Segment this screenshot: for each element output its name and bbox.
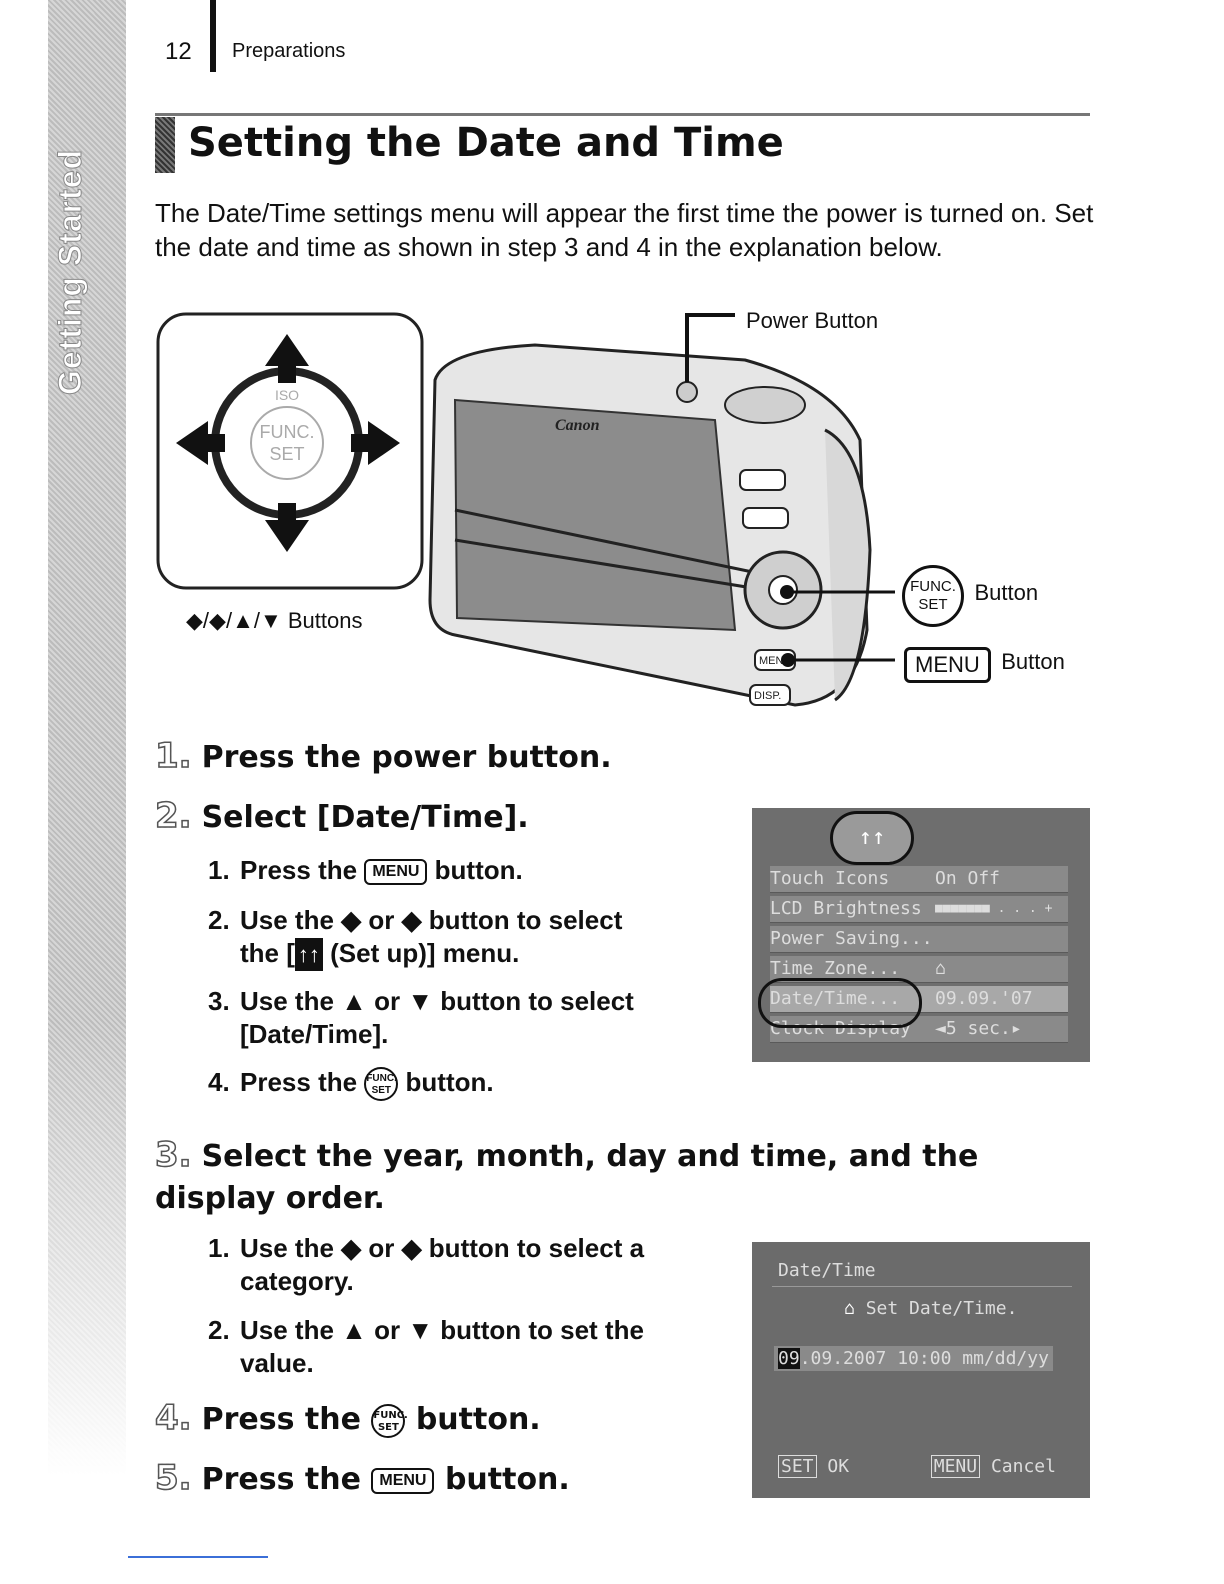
func-set-callout: FUNC.SET Button (902, 565, 1038, 627)
substep-text: [Date/Time]. (240, 1019, 389, 1049)
step-number: 3. (154, 1134, 192, 1176)
menu-row: LCD Brightness■■■■■■■ . . . + (770, 896, 1068, 923)
step-2: 2. Select [Date/Time]. (154, 795, 529, 837)
lcd-subtitle: ⌂ Set Date/Time. (844, 1298, 1018, 1319)
menu-icon: MENU (904, 647, 991, 683)
power-button-label: Power Button (746, 308, 879, 333)
selected-field: 09 (778, 1348, 800, 1369)
step-5: 5. Press the MENU button. (154, 1457, 570, 1499)
func-set-icon: FUNC.SET (371, 1403, 408, 1438)
menu-key: MENU (930, 1455, 981, 1478)
svg-text:SET: SET (269, 444, 304, 464)
substep-number: 3. (208, 986, 230, 1016)
step-text: Select the year, month, day and time, an… (155, 1139, 979, 1216)
step-number: 5. (154, 1457, 192, 1499)
substep-text: button. (405, 1067, 494, 1097)
svg-text:FUNC.: FUNC. (260, 422, 315, 442)
func-set-icon: FUNC.SET (364, 1067, 399, 1102)
side-tab (48, 0, 126, 1500)
func-button-label: Button (974, 580, 1039, 606)
menu-icon: MENU (371, 1467, 435, 1494)
menu-row: Time Zone...⌂ (770, 956, 1068, 983)
camera-disp-key: DISP. (754, 690, 781, 702)
dpad-figure: FUNC. SET ISO (156, 312, 424, 590)
substep-number: 1. (208, 1233, 230, 1263)
substep-text: Use the ▲ or ▼ button to select (240, 986, 634, 1016)
substep-text: Use the ◆ or ◆ button to select a (240, 1233, 645, 1263)
intro-paragraph: The Date/Time settings menu will appear … (155, 198, 1094, 262)
step-text: Press the (201, 1462, 361, 1497)
substep-text: value. (240, 1348, 314, 1378)
step-3: 3.Select the year, month, day and time, … (154, 1134, 1085, 1220)
step-text: button. (415, 1402, 541, 1437)
menu-row: Power Saving... (770, 926, 1068, 953)
set-key: SET (778, 1455, 817, 1478)
date-time-screenshot: Date/Time ⌂ Set Date/Time. 09.09.2007 10… (752, 1242, 1090, 1498)
menu-row: Clock Display◄5 sec.▸ (770, 1016, 1068, 1043)
lcd-title: Date/Time (778, 1260, 876, 1281)
date-value-field: 09.09.2007 10:00 mm/dd/yy (774, 1346, 1053, 1371)
step-2-sub-1: 1. Press the MENU button. (208, 854, 523, 887)
substep-text: button. (434, 855, 523, 885)
substep-text: (Set up)] menu. (322, 938, 520, 968)
step-4: 4. Press the FUNC.SET button. (154, 1397, 541, 1439)
substep-text: Use the ◆ or ◆ button to select (240, 905, 623, 935)
step-number: 1. (154, 735, 192, 777)
page-number: 12 (165, 38, 192, 65)
arrow-buttons-icons: ◆/◆/▲/▼ (186, 608, 288, 633)
substep-number: 1. (208, 855, 230, 885)
step-1: 1. Press the power button. (154, 735, 612, 777)
substep-number: 2. (208, 905, 230, 935)
substep-text: the [ (240, 938, 295, 968)
step-2-sub-4: 4. Press the FUNC.SET button. (208, 1066, 494, 1102)
substep-number: 2. (208, 1315, 230, 1345)
step-text: Press the power button. (201, 740, 612, 775)
footer-link-line (128, 1556, 268, 1558)
step-number: 4. (154, 1397, 192, 1439)
lcd-title-rule (772, 1286, 1072, 1287)
ok-label: OK (827, 1456, 850, 1477)
substep-text: Use the ▲ or ▼ button to set the (240, 1315, 644, 1345)
step-2-sub-3: 3. Use the ▲ or ▼ button to select [Date/… (208, 985, 634, 1051)
svg-text:ISO: ISO (275, 387, 299, 403)
cancel-label: Cancel (990, 1456, 1056, 1477)
substep-text: Press the (240, 1067, 358, 1097)
step-2-sub-2: 2. Use the ◆ or ◆ button to select the [↑… (208, 904, 622, 971)
step-3-sub-1: 1. Use the ◆ or ◆ button to select a cate… (208, 1232, 644, 1298)
title-marker (155, 117, 175, 173)
header-divider (210, 0, 216, 72)
camera-brand: Canon (555, 417, 600, 434)
side-tab-label: Getting Started (52, 148, 89, 395)
step-3-sub-2: 2. Use the ▲ or ▼ button to set the value… (208, 1314, 644, 1380)
menu-icon: MENU (364, 859, 428, 886)
step-text: Select [Date/Time]. (201, 800, 529, 835)
step-text: Press the (201, 1402, 361, 1437)
setup-menu-icon: ↑↑ (294, 938, 323, 971)
title-rule (155, 113, 1090, 116)
step-text: button. (444, 1462, 570, 1497)
substep-text: category. (240, 1266, 354, 1296)
section-name: Preparations (232, 40, 346, 62)
menu-callout: MENU Button (904, 647, 1065, 683)
substep-number: 4. (208, 1067, 230, 1097)
page-title: Setting the Date and Time (188, 120, 784, 166)
date-value: .09.2007 10:00 mm/dd/yy (799, 1348, 1049, 1369)
func-set-icon: FUNC.SET (902, 565, 964, 627)
substep-text: Press the (240, 855, 358, 885)
lcd-footer: SET OK MENU Cancel (778, 1455, 1078, 1478)
setup-tab: ↑↑ (830, 811, 914, 865)
arrow-buttons-label: ◆/◆/▲/▼ Buttons (186, 608, 363, 633)
step-number: 2. (154, 795, 192, 837)
menu-button-label: Button (1001, 649, 1065, 675)
camera-illustration: Canon MENU DISP. (428, 313, 895, 707)
home-icon: ⌂ (844, 1298, 855, 1319)
selection-highlight (758, 978, 922, 1028)
